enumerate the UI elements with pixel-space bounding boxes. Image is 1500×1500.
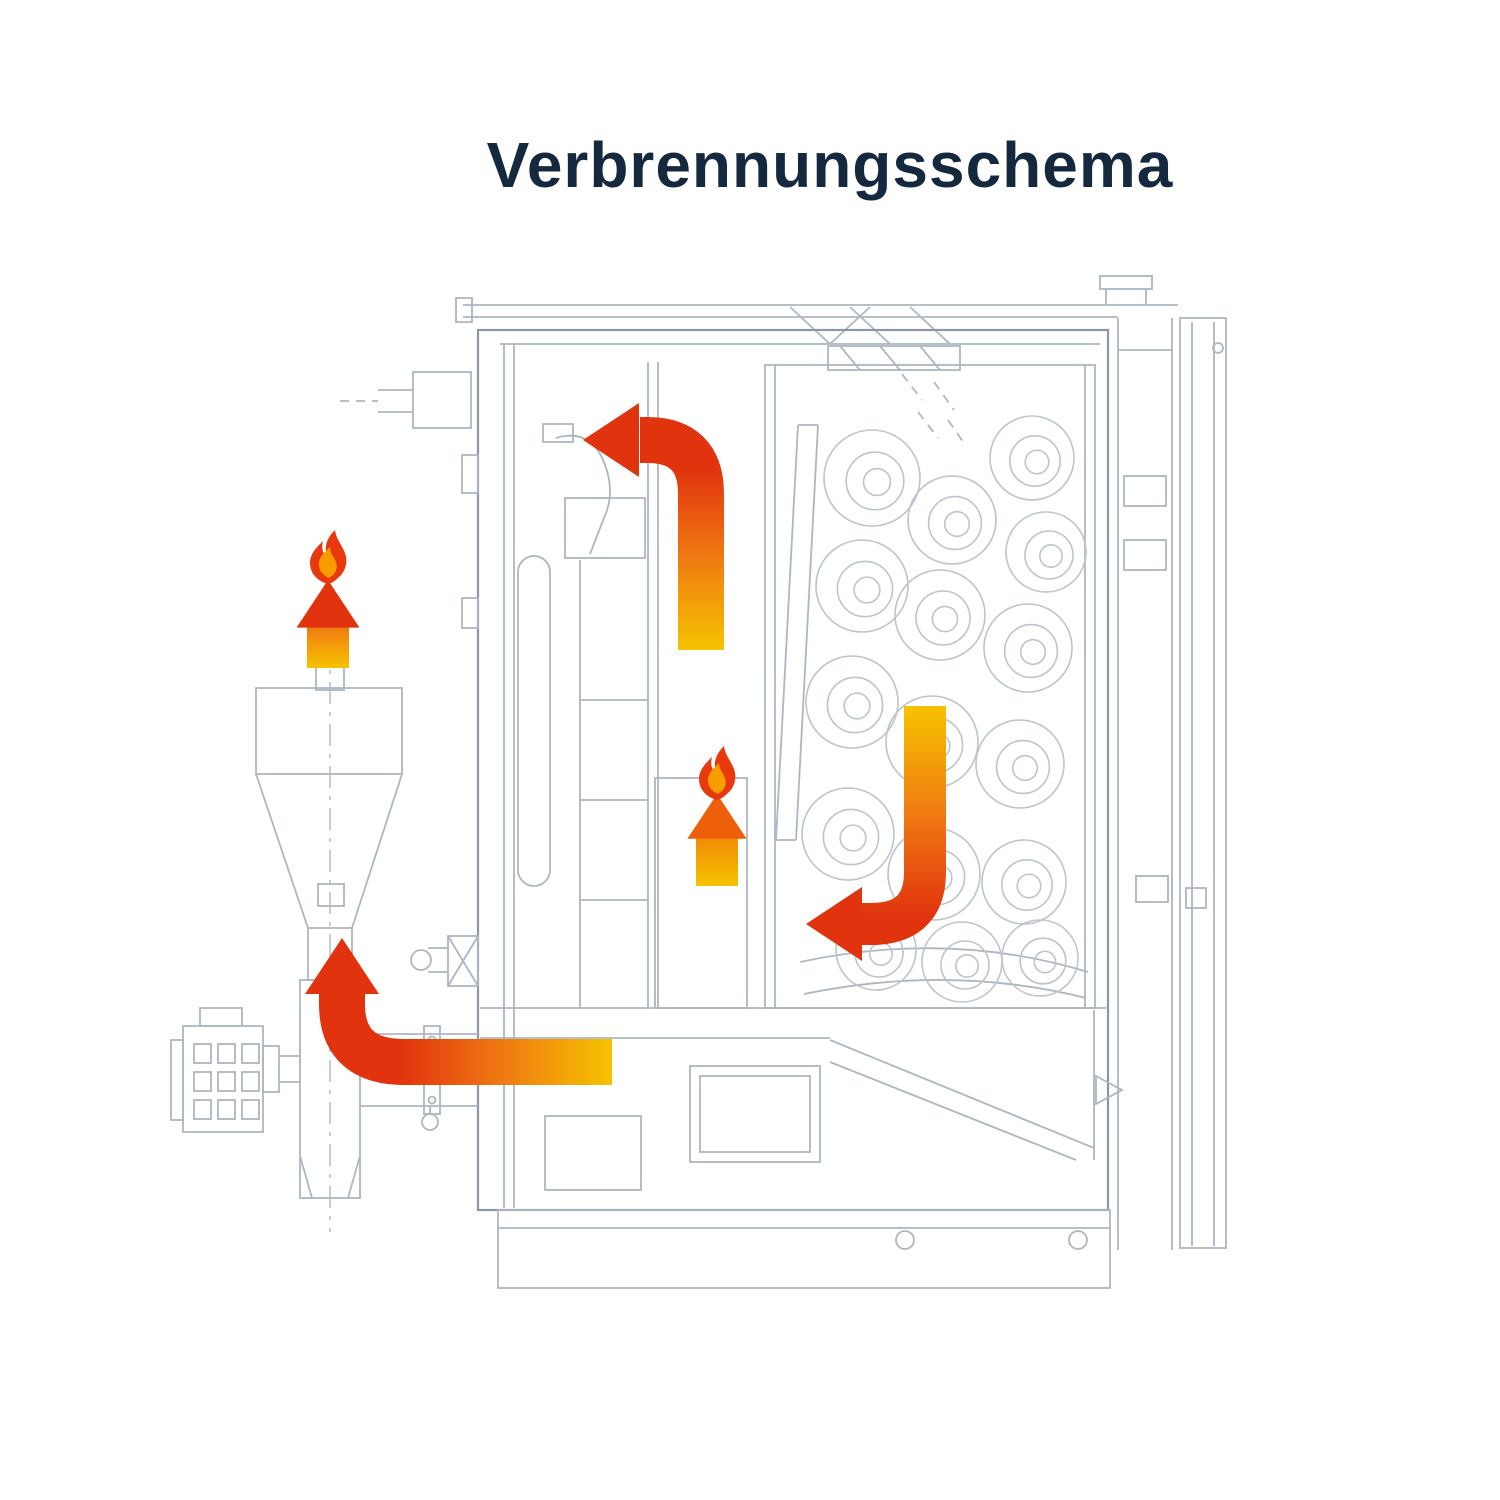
log-end <box>839 824 867 852</box>
log-end <box>853 576 881 604</box>
log-end <box>943 510 971 538</box>
feed-pipe <box>360 935 479 1131</box>
log-end <box>983 603 1073 693</box>
log-end <box>1001 919 1079 997</box>
log-end <box>1024 530 1074 580</box>
side-door-panel <box>1179 317 1227 1249</box>
base-plinth <box>497 1209 1111 1289</box>
log-end <box>921 921 1003 1003</box>
log-end <box>894 569 986 661</box>
ash-section <box>544 1010 1095 1191</box>
log-end <box>915 590 971 646</box>
log-end <box>1019 937 1067 985</box>
log-end <box>845 451 905 511</box>
log-end <box>1024 449 1050 475</box>
log-end <box>822 808 880 866</box>
log-end <box>1019 638 1047 666</box>
log-end <box>823 429 921 527</box>
log-end <box>826 676 884 734</box>
log-end <box>815 539 909 633</box>
flame-icon <box>310 530 347 584</box>
log-end <box>940 940 990 990</box>
log-end <box>1039 543 1064 568</box>
log-end <box>931 605 959 633</box>
log-end <box>836 560 894 618</box>
log-end <box>805 655 899 749</box>
secondary-burn-arrow-icon <box>687 746 747 886</box>
log-end <box>862 467 892 497</box>
boiler-linework <box>170 275 1227 1289</box>
log-end <box>1008 434 1061 487</box>
rear-channel <box>1095 318 1173 1250</box>
auger-motor <box>170 1007 300 1133</box>
log-end <box>981 839 1067 925</box>
log-end <box>975 719 1065 809</box>
log-end <box>907 475 997 565</box>
flue-riser-arrow-icon <box>583 403 724 650</box>
firebox <box>764 345 1096 1009</box>
log-end <box>927 495 983 551</box>
log-end <box>1033 950 1057 974</box>
log-end <box>1016 873 1042 899</box>
log-end <box>1003 623 1059 679</box>
return-stub <box>340 371 479 629</box>
top-frame <box>455 275 1178 345</box>
diagram-title: Verbrennungsschema <box>486 129 1174 201</box>
flame-icon <box>699 746 736 800</box>
flow-arrows <box>296 403 946 1085</box>
log-end <box>801 787 895 881</box>
burner-feed-arrow-icon <box>305 938 612 1085</box>
turbulator-lever <box>517 423 646 887</box>
log-end <box>954 953 979 978</box>
log-chamber-downdraft-arrow-icon <box>806 706 946 961</box>
chimney-exhaust-arrow-icon <box>296 530 360 668</box>
log-end <box>868 941 893 966</box>
log-end <box>989 415 1075 501</box>
log-end <box>843 692 871 720</box>
log-end <box>1000 858 1053 911</box>
log-end <box>995 739 1051 795</box>
log-end <box>1005 511 1087 593</box>
log-end <box>1011 754 1039 782</box>
